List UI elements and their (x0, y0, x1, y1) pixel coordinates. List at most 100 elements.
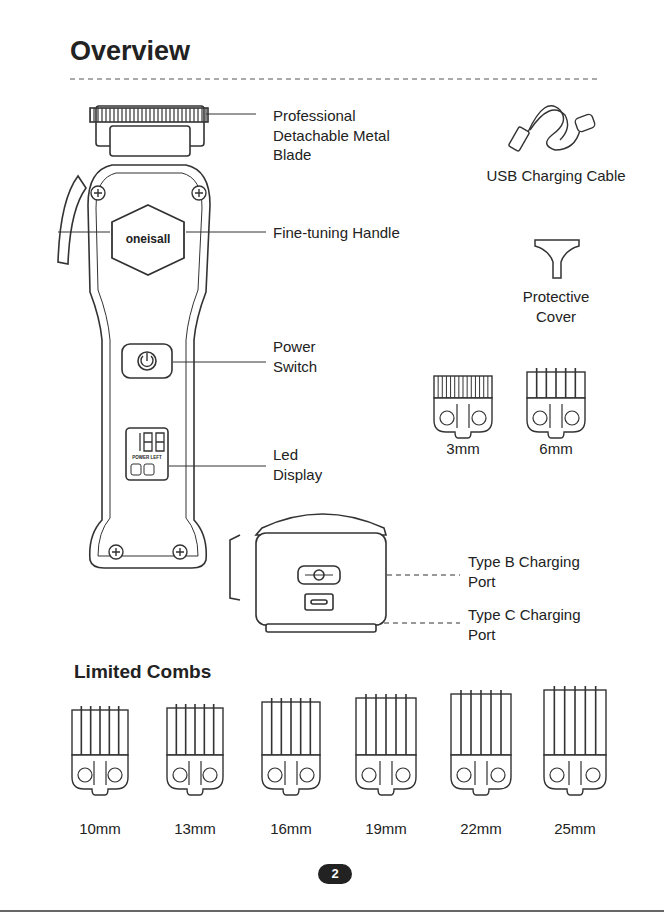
part-name: USB Charging Cable (486, 166, 626, 186)
display-icon (144, 464, 154, 475)
guide-comb (451, 690, 511, 795)
page-pill (318, 864, 352, 884)
guide-comb (490, 690, 492, 755)
guide-comb (356, 694, 416, 795)
guide-comb (365, 694, 367, 755)
page-number: 2 (318, 866, 352, 883)
guide-comb (483, 376, 484, 398)
guide-comb (438, 376, 439, 398)
screw (173, 545, 187, 559)
power-switch (122, 344, 172, 378)
guide-comb (94, 761, 106, 785)
display-digits (140, 433, 164, 451)
protective-cover (535, 240, 579, 278)
guide-comb (463, 376, 464, 398)
guide-comb (213, 704, 215, 755)
leader-line (186, 232, 266, 233)
part-name: Type B Charging Port (468, 552, 608, 591)
part-name: Fine-tuning Handle (273, 223, 443, 243)
guide-comb (90, 706, 92, 755)
type-b-pin (305, 575, 333, 576)
guide-comb (595, 686, 597, 755)
guide-comb (544, 686, 606, 795)
power-button (138, 352, 156, 370)
guide-comb (475, 376, 476, 398)
guide-comb (472, 411, 486, 425)
guide-comb (167, 755, 223, 795)
guide-comb (167, 704, 223, 795)
comb-size: 19mm (356, 819, 416, 839)
guide-comb (300, 698, 302, 755)
logo-plate (112, 205, 184, 275)
guide-comb (451, 755, 511, 795)
screw (91, 186, 105, 200)
guide-comb (442, 376, 443, 398)
comb-size: 3mm (433, 439, 493, 459)
guide-comb (544, 755, 606, 795)
part-name: Type C Charging Port (468, 605, 608, 644)
adjust-lever (58, 176, 86, 264)
screw (94, 189, 102, 197)
guide-comb (470, 690, 472, 755)
guide-comb (204, 704, 206, 755)
guide-comb (554, 686, 556, 755)
blade-teeth (90, 108, 208, 122)
guide-comb (555, 368, 557, 398)
guide-comb (118, 706, 120, 755)
type-c-slot (311, 600, 327, 604)
guide-comb (479, 376, 480, 398)
part-name: Power Switch (273, 337, 343, 376)
guide-comb (395, 694, 397, 755)
section-heading: Limited Combs (74, 660, 274, 685)
display-digit (144, 433, 152, 451)
barrel-plug (574, 113, 596, 132)
comb-size: 22mm (451, 819, 511, 839)
comb-size: 16mm (261, 819, 321, 839)
guide-comb (285, 761, 297, 785)
body-inner-edge (96, 173, 202, 556)
cable-wire (528, 106, 580, 150)
header-rule (70, 79, 597, 80)
display-digit (156, 433, 164, 451)
guide-comb (500, 690, 502, 755)
leader-line (173, 362, 266, 363)
guide-comb (434, 376, 492, 438)
blade-holder (110, 126, 190, 156)
guide-comb (565, 368, 567, 398)
guide-comb (527, 368, 585, 438)
guide-comb (72, 755, 128, 795)
display-text: POWER LEFT (126, 456, 168, 461)
guide-comb (471, 376, 472, 398)
guide-comb (262, 698, 320, 795)
guide-comb (585, 686, 587, 755)
screw (173, 545, 187, 559)
guide-comb (457, 404, 469, 428)
guide-comb (396, 768, 410, 782)
guide-comb (550, 404, 562, 428)
guide-comb (189, 761, 201, 785)
guide-comb (385, 694, 387, 755)
type-b-port (298, 566, 340, 584)
guide-comb (380, 761, 392, 785)
guide-comb (185, 704, 187, 755)
guide-comb (78, 768, 92, 782)
display-digit (139, 433, 140, 451)
page-title: Overview (70, 34, 190, 69)
guide-comb (434, 398, 492, 438)
usb-cable (508, 106, 596, 152)
screw (109, 545, 123, 559)
guide-comb (434, 376, 492, 398)
guide-comb (491, 768, 505, 782)
screw (195, 189, 203, 197)
guide-comb (362, 768, 376, 782)
adjust-lever (230, 535, 240, 600)
guide-comb (356, 755, 416, 795)
screws (91, 186, 206, 559)
guide-comb (574, 686, 576, 755)
cable-wire (530, 110, 568, 140)
part-name: Led Display (273, 445, 343, 484)
guide-comb (586, 768, 600, 782)
screw (192, 186, 206, 200)
guide-comb (310, 698, 312, 755)
guide-comb (440, 411, 454, 425)
